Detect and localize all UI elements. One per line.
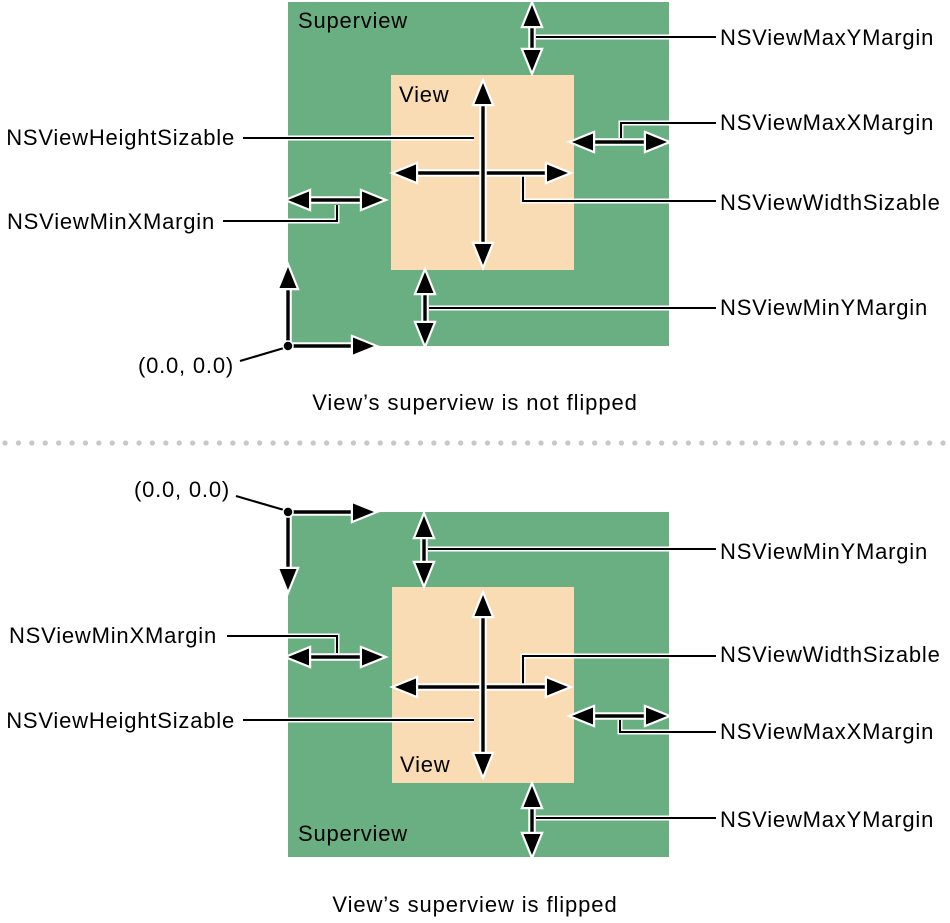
min-y-margin-label-top: NSViewMinYMargin <box>720 295 929 320</box>
origin-label-bottom: (0.0, 0.0) <box>133 477 230 502</box>
arrows-and-leaders <box>223 0 716 861</box>
superview-label-top: Superview <box>298 8 408 33</box>
min-x-margin-label-top: NSViewMinXMargin <box>6 209 215 234</box>
max-y-margin-label-bottom: NSViewMaxYMargin <box>720 807 935 832</box>
width-sizable-label-top: NSViewWidthSizable <box>720 190 941 215</box>
caption-top: View’s superview is not flipped <box>312 390 638 415</box>
max-x-margin-label-bottom: NSViewMaxXMargin <box>720 719 935 744</box>
max-x-margin-label-top: NSViewMaxXMargin <box>720 110 935 135</box>
max-y-margin-label-top: NSViewMaxYMargin <box>720 25 935 50</box>
height-sizable-label-top: NSViewHeightSizable <box>6 125 235 150</box>
view-label-bottom: View <box>400 752 451 777</box>
view-label-top: View <box>399 82 450 107</box>
origin-label-top: (0.0, 0.0) <box>137 353 234 378</box>
height-sizable-label-bottom: NSViewHeightSizable <box>6 708 235 733</box>
min-y-margin-label-bottom: NSViewMinYMargin <box>720 539 929 564</box>
caption-bottom: View’s superview is flipped <box>332 892 618 917</box>
width-sizable-label-bottom: NSViewWidthSizable <box>720 642 941 667</box>
superview-label-bottom: Superview <box>298 821 408 846</box>
min-x-margin-label-bottom: NSViewMinXMargin <box>8 623 217 648</box>
